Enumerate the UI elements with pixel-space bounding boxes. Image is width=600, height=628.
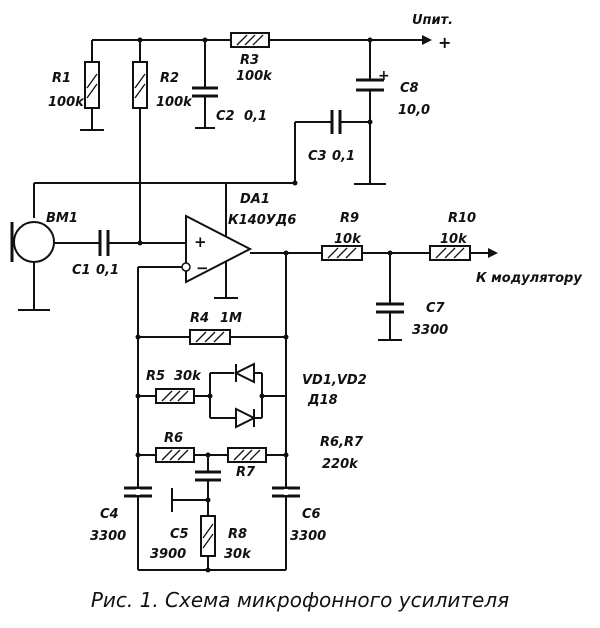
r3-ref: R3: [240, 53, 259, 68]
resistor-r4: [138, 329, 286, 345]
resistor-r10: [429, 245, 471, 261]
r9-ref: R9: [340, 211, 359, 226]
supply-plus-sign: +: [438, 33, 451, 52]
r4-ref: R4: [190, 311, 209, 326]
microphone-bm1: [10, 221, 100, 311]
c6-value: 3300: [290, 529, 326, 544]
opamp-plus-sign: +: [194, 233, 207, 251]
vd-ref: VD1,VD2: [302, 373, 367, 388]
resistor-r9: [321, 245, 363, 261]
r2-ref: R2: [160, 71, 179, 86]
r1-value: 100k: [48, 95, 85, 110]
r8-ref: R8: [228, 527, 247, 542]
capacitor-c3: [292, 110, 370, 186]
r7-ref: R7: [236, 465, 256, 480]
capacitor-c5: [171, 455, 221, 512]
supply-label: Uпит.: [412, 13, 453, 28]
c3-ref: C3: [308, 149, 327, 164]
r4-value: 1M: [220, 311, 242, 326]
capacitor-c6: [272, 486, 300, 498]
c2-ref: C2: [216, 109, 235, 124]
resistor-r2: [132, 61, 148, 243]
resistor-r1: [80, 61, 104, 131]
c7-value: 3300: [412, 323, 448, 338]
c2-value: 0,1: [244, 109, 267, 124]
c5-value: 3900: [150, 547, 186, 562]
capacitor-c2: [192, 86, 218, 129]
c8-value: 10,0: [398, 103, 430, 118]
r67-ref: R6,R7: [320, 435, 364, 450]
opamp-ref: DA1: [240, 192, 270, 207]
r1-ref: R1: [52, 71, 71, 86]
figure-caption: Рис. 1. Схема микрофонного усилителя: [90, 588, 510, 612]
c1-value: 0,1: [96, 263, 119, 278]
c3-value: 0,1: [332, 149, 355, 164]
r2-value: 100k: [156, 95, 193, 110]
r6-ref: R6: [164, 431, 183, 446]
r5-value: 30k: [174, 369, 202, 384]
capacitor-c8: [354, 78, 386, 185]
vd-value: Д18: [307, 393, 338, 408]
c8-plus-sign: +: [378, 68, 390, 84]
diode-pair-vd1-vd2: [207, 362, 286, 429]
capacitor-c7: [376, 253, 404, 341]
c4-value: 3300: [90, 529, 126, 544]
c8-ref: C8: [400, 81, 419, 96]
r3-value: 100k: [236, 69, 273, 84]
opamp-part: К140УД6: [228, 213, 296, 228]
c7-ref: C7: [426, 301, 446, 316]
opamp-da1: [181, 183, 253, 299]
capacitor-c1: [98, 230, 186, 256]
c1-ref: C1: [72, 263, 91, 278]
resistor-r7: [227, 447, 286, 463]
c4-ref: C4: [100, 507, 119, 522]
r10-value: 10k: [440, 232, 468, 247]
output-label: К модулятору: [476, 271, 582, 286]
c5-ref: C5: [170, 527, 189, 542]
resistor-r3: [230, 32, 270, 48]
capacitor-c4: [124, 486, 152, 498]
r5-ref: R5: [146, 369, 165, 384]
resistor-r5: [138, 388, 210, 404]
r10-ref: R10: [448, 211, 476, 226]
mic-ref: BM1: [46, 211, 78, 226]
r9-value: 10k: [334, 232, 362, 247]
c6-ref: C6: [302, 507, 321, 522]
r8-value: 30k: [224, 547, 252, 562]
resistor-r8: [200, 500, 216, 570]
resistor-r6: [138, 447, 228, 463]
r67-value: 220k: [322, 457, 359, 472]
schematic-diagram: Uпит. + R3 100k R1 100k R2 100k C2 0,1: [10, 13, 582, 573]
opamp-minus-sign: −: [196, 259, 209, 277]
